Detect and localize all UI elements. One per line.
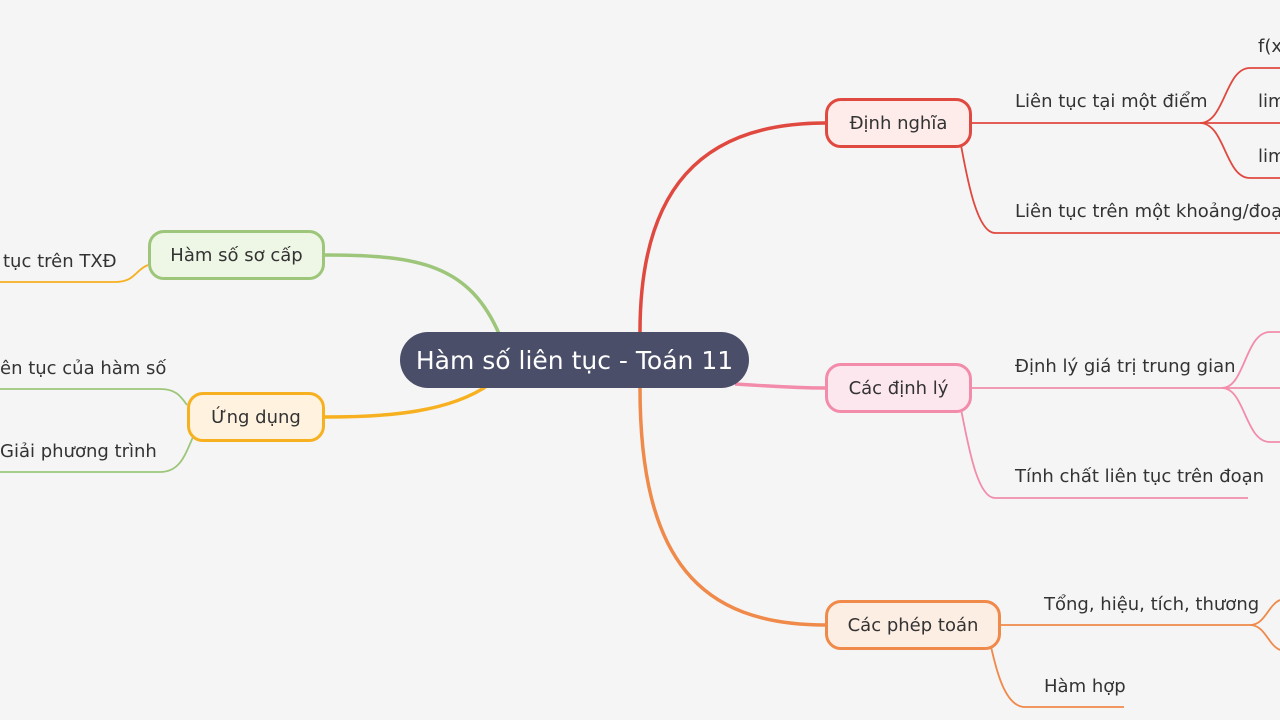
subtopic-continuous-on-domain[interactable]: tục trên TXĐ xyxy=(3,251,117,272)
subtopic-composite-function[interactable]: Hàm hợp xyxy=(1044,676,1126,697)
edge-elementary-domain xyxy=(0,264,149,283)
topic-theorems[interactable]: Các định lý xyxy=(825,363,972,413)
edge-theorems-closed xyxy=(959,404,1248,499)
edge-applications-equations xyxy=(0,436,194,473)
topic-operations[interactable]: Các phép toán xyxy=(825,600,1001,650)
edge-root-applications xyxy=(324,382,492,419)
subtopic-arithmetic-operations[interactable]: Tổng, hiệu, tích, thương xyxy=(1044,594,1260,615)
topic-applications[interactable]: Ứng dụng xyxy=(187,392,325,442)
subtopic-condition-lim-2[interactable]: lim xyxy=(1258,146,1280,167)
edge-point-lim2 xyxy=(1199,122,1280,179)
edge-arith-b xyxy=(1249,624,1280,651)
root-topic[interactable]: Hàm số liên tục - Toán 11 xyxy=(400,332,749,388)
edge-ivt-c xyxy=(1221,387,1280,443)
edge-operations-composite xyxy=(989,641,1124,708)
topic-definition[interactable]: Định nghĩa xyxy=(825,98,972,148)
edge-root-elementary xyxy=(324,253,502,337)
edge-definition-interval xyxy=(959,139,1280,234)
edge-ivt-a xyxy=(1221,331,1280,389)
edge-applications-continuity xyxy=(0,388,188,406)
subtopic-intermediate-value-theorem[interactable]: Định lý giá trị trung gian xyxy=(1015,356,1236,377)
subtopic-function-continuity[interactable]: ên tục của hàm số xyxy=(0,358,167,379)
subtopic-solving-equations[interactable]: Giải phương trình xyxy=(0,441,157,462)
edge-root-definition xyxy=(638,121,826,333)
subtopic-condition-lim-1[interactable]: lim xyxy=(1258,91,1280,112)
subtopic-continuity-on-interval[interactable]: Liên tục trên một khoảng/đoạn xyxy=(1015,201,1280,222)
edge-arith-a xyxy=(1249,599,1280,626)
edge-root-operations xyxy=(638,387,826,627)
edge-root-theorems xyxy=(734,382,826,390)
subtopic-condition-fx[interactable]: f(x xyxy=(1258,36,1280,57)
subtopic-continuity-on-closed-interval[interactable]: Tính chất liên tục trên đoạn xyxy=(1015,466,1265,487)
edge-point-fx xyxy=(1199,67,1280,124)
subtopic-continuity-at-point[interactable]: Liên tục tại một điểm xyxy=(1015,91,1208,112)
topic-elementary-functions[interactable]: Hàm số sơ cấp xyxy=(148,230,325,280)
